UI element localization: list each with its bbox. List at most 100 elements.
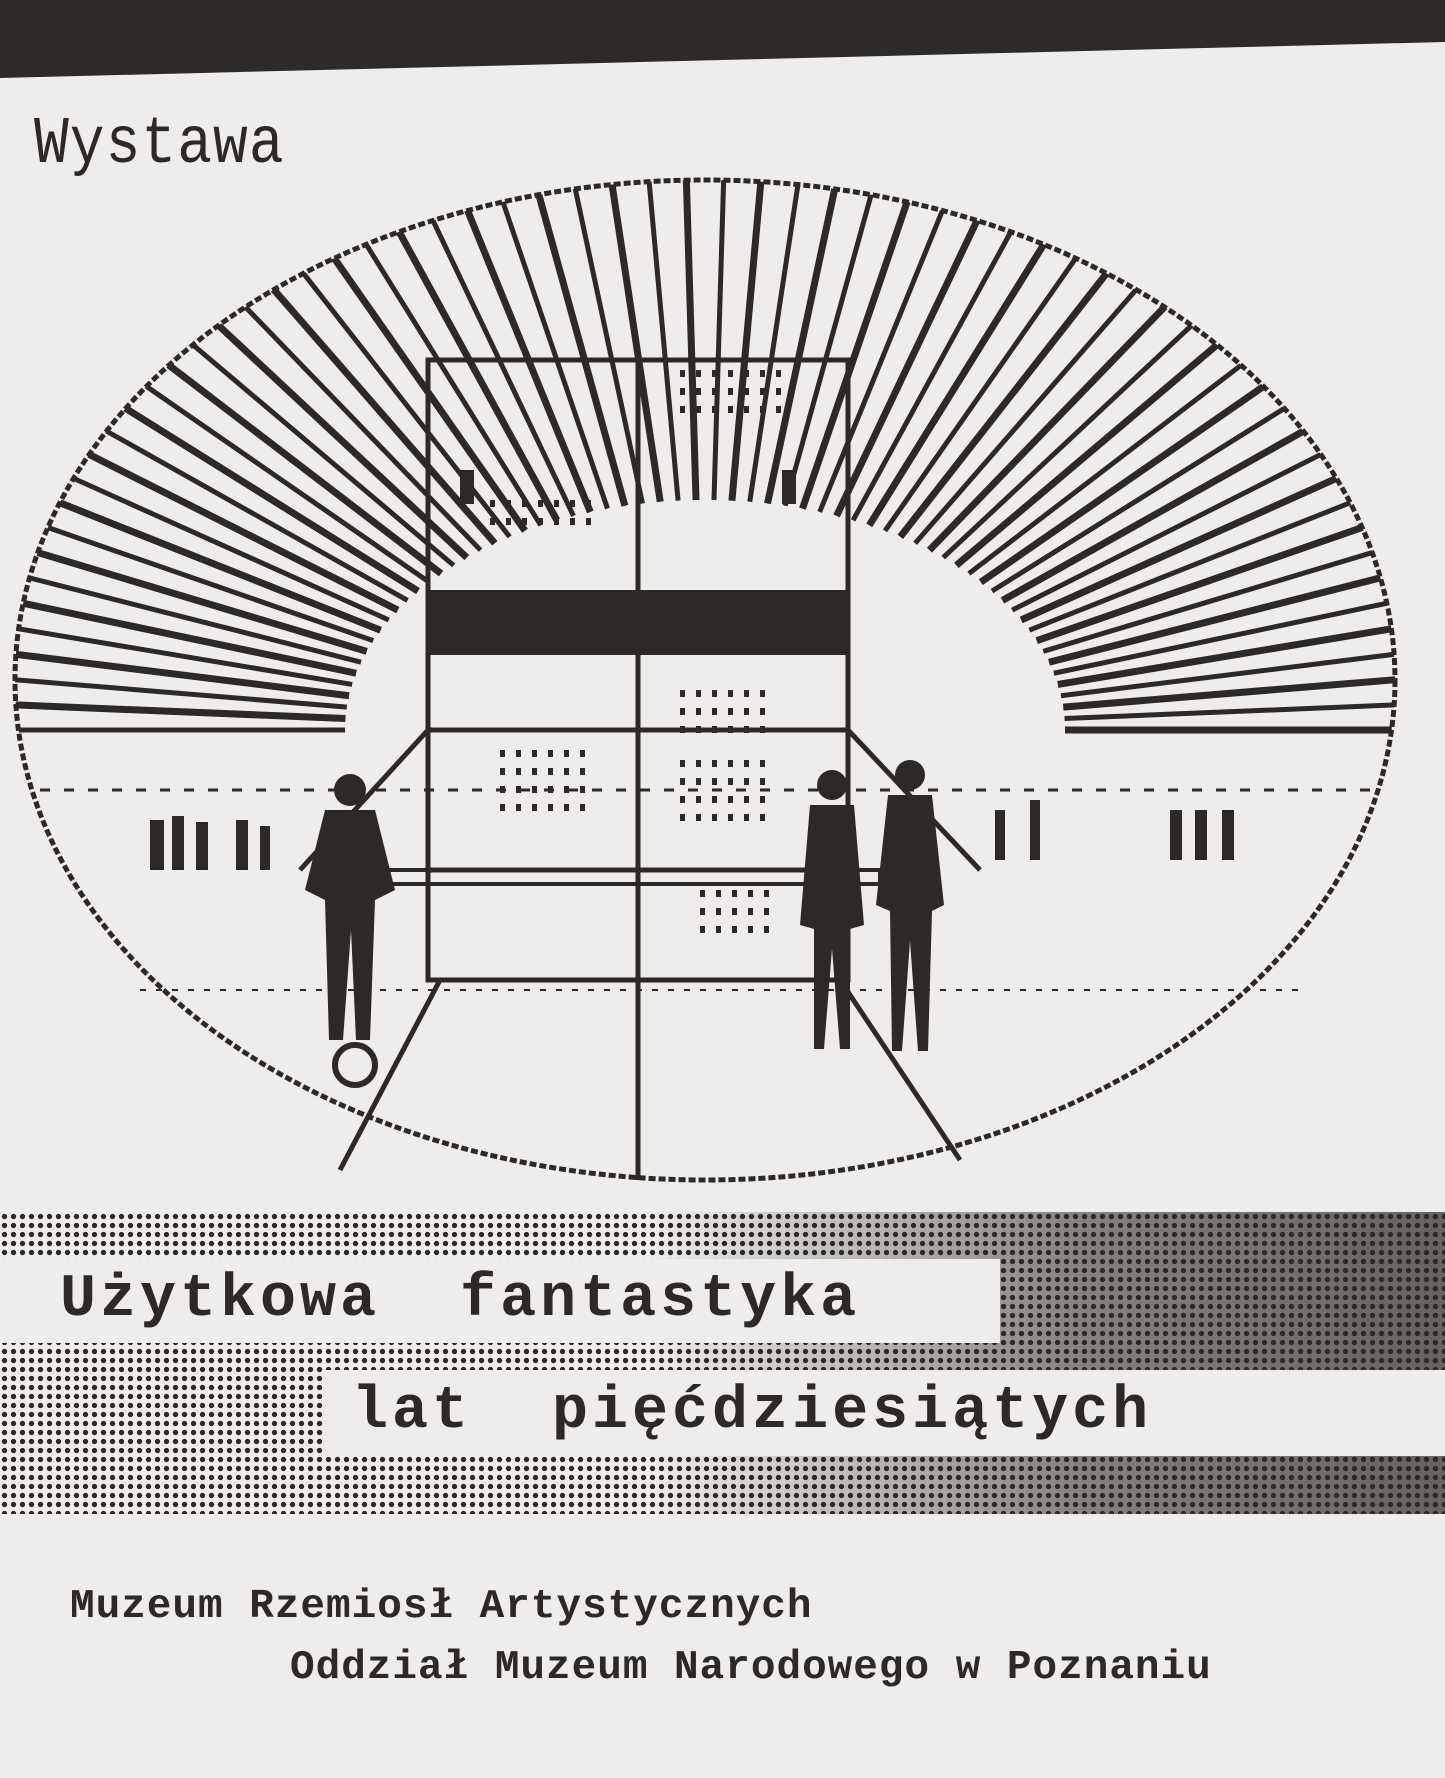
ceiling-slat [1000,411,1335,604]
panel-dot [744,726,749,733]
panel-dot [680,690,685,697]
panel-dot [744,690,749,697]
panel-dot [580,804,585,811]
panel-dot [760,388,765,395]
panel-dot [760,726,765,733]
ceiling-slat [882,243,1088,533]
panel-dot [748,908,753,915]
panel-dot [728,778,733,785]
ceiling-slat [711,180,727,501]
ceiling-slat [1011,435,1355,613]
panel-dot [696,388,701,395]
panel-dot [564,768,569,775]
panel-dot [700,926,705,933]
panel-dot [712,708,717,715]
panel-dot [748,890,753,897]
panel-dot [712,814,717,821]
human-figures [150,760,1234,1088]
panel-dot [696,370,701,377]
ceiling-slat [15,698,346,723]
panel-dot [564,750,569,757]
panel-dot [732,926,737,933]
dark-panel-strip [430,590,846,655]
panel-dot [580,750,585,757]
ceiling-slat [799,189,915,510]
ceiling-slat [1042,536,1395,654]
panel-dot [516,750,521,757]
ceiling-slat [1035,509,1395,644]
panel-dot [680,814,685,821]
panel-dot [744,814,749,821]
ceiling-slat [1062,670,1395,711]
panel-dot [680,726,685,733]
ceiling-slats [15,180,1395,734]
panel-dot [516,804,521,811]
panel-dot [696,726,701,733]
panel-dot [744,388,749,395]
publisher-line-2: Oddział Muzeum Narodowego w Poznaniu [290,1645,1212,1691]
ceiling-slat [926,289,1182,553]
panel-dot [548,786,553,793]
panel-dot [712,370,717,377]
ceiling-slat [145,346,444,577]
ceiling-slat [172,327,456,568]
panel-dot [696,406,701,413]
panel-dot [522,500,527,507]
panel-dot [712,406,717,413]
ceiling-slat [954,326,1238,569]
halftone-band [0,1212,1445,1514]
ceiling-slat [645,180,681,501]
dark-top-band [0,0,1445,78]
panel-dot [764,890,769,897]
panel-dot [760,760,765,767]
panel-dot [532,786,537,793]
panel-dot [716,908,721,915]
panel-dot [500,786,505,793]
title-box-1 [0,1259,1000,1343]
panel-dot [500,804,505,811]
panel-dot [532,768,537,775]
ceiling-slat [682,180,700,501]
panel-dot [712,388,717,395]
panel-dot [764,926,769,933]
ceiling-slat [817,198,950,513]
panel-dot [716,890,721,897]
panel-dot [696,796,701,803]
panel-dot [532,750,537,757]
ceiling-slat [1053,589,1395,676]
panel-dot [564,786,569,793]
panel-dot [570,500,575,507]
panel-dot [500,768,505,775]
panel-dot [732,908,737,915]
publisher-line-1: Muzeum Rzemiosł Artystycznych [70,1584,813,1630]
panel-dot [680,778,685,785]
ceiling-slat [1019,458,1374,624]
panel-dots [490,370,781,933]
panel-dot [760,778,765,785]
panel-dot [696,760,701,767]
panel-dot [728,406,733,413]
panel-dot [532,804,537,811]
ceiling-slat [258,273,498,546]
panel-dot [744,370,749,377]
panel-dot [744,796,749,803]
panel-dot [744,708,749,715]
ceiling-slat [1048,561,1395,666]
panel-dot [760,690,765,697]
panel-dot [680,708,685,715]
panel-dot [728,760,733,767]
panel-dot [748,926,753,933]
panel-dot [522,518,527,525]
panel-dot [700,908,705,915]
panel-dot [760,708,765,715]
panel-dot [490,518,495,525]
panel-dot [760,406,765,413]
ceiling-slat [850,218,1020,522]
panel-dot [776,370,781,377]
panel-dot [490,500,495,507]
ceiling-slat [866,229,1055,528]
panel-dot [728,388,733,395]
panel-dot [728,370,733,377]
ceiling-slat [941,308,1210,560]
ceiling-slat [15,535,368,655]
